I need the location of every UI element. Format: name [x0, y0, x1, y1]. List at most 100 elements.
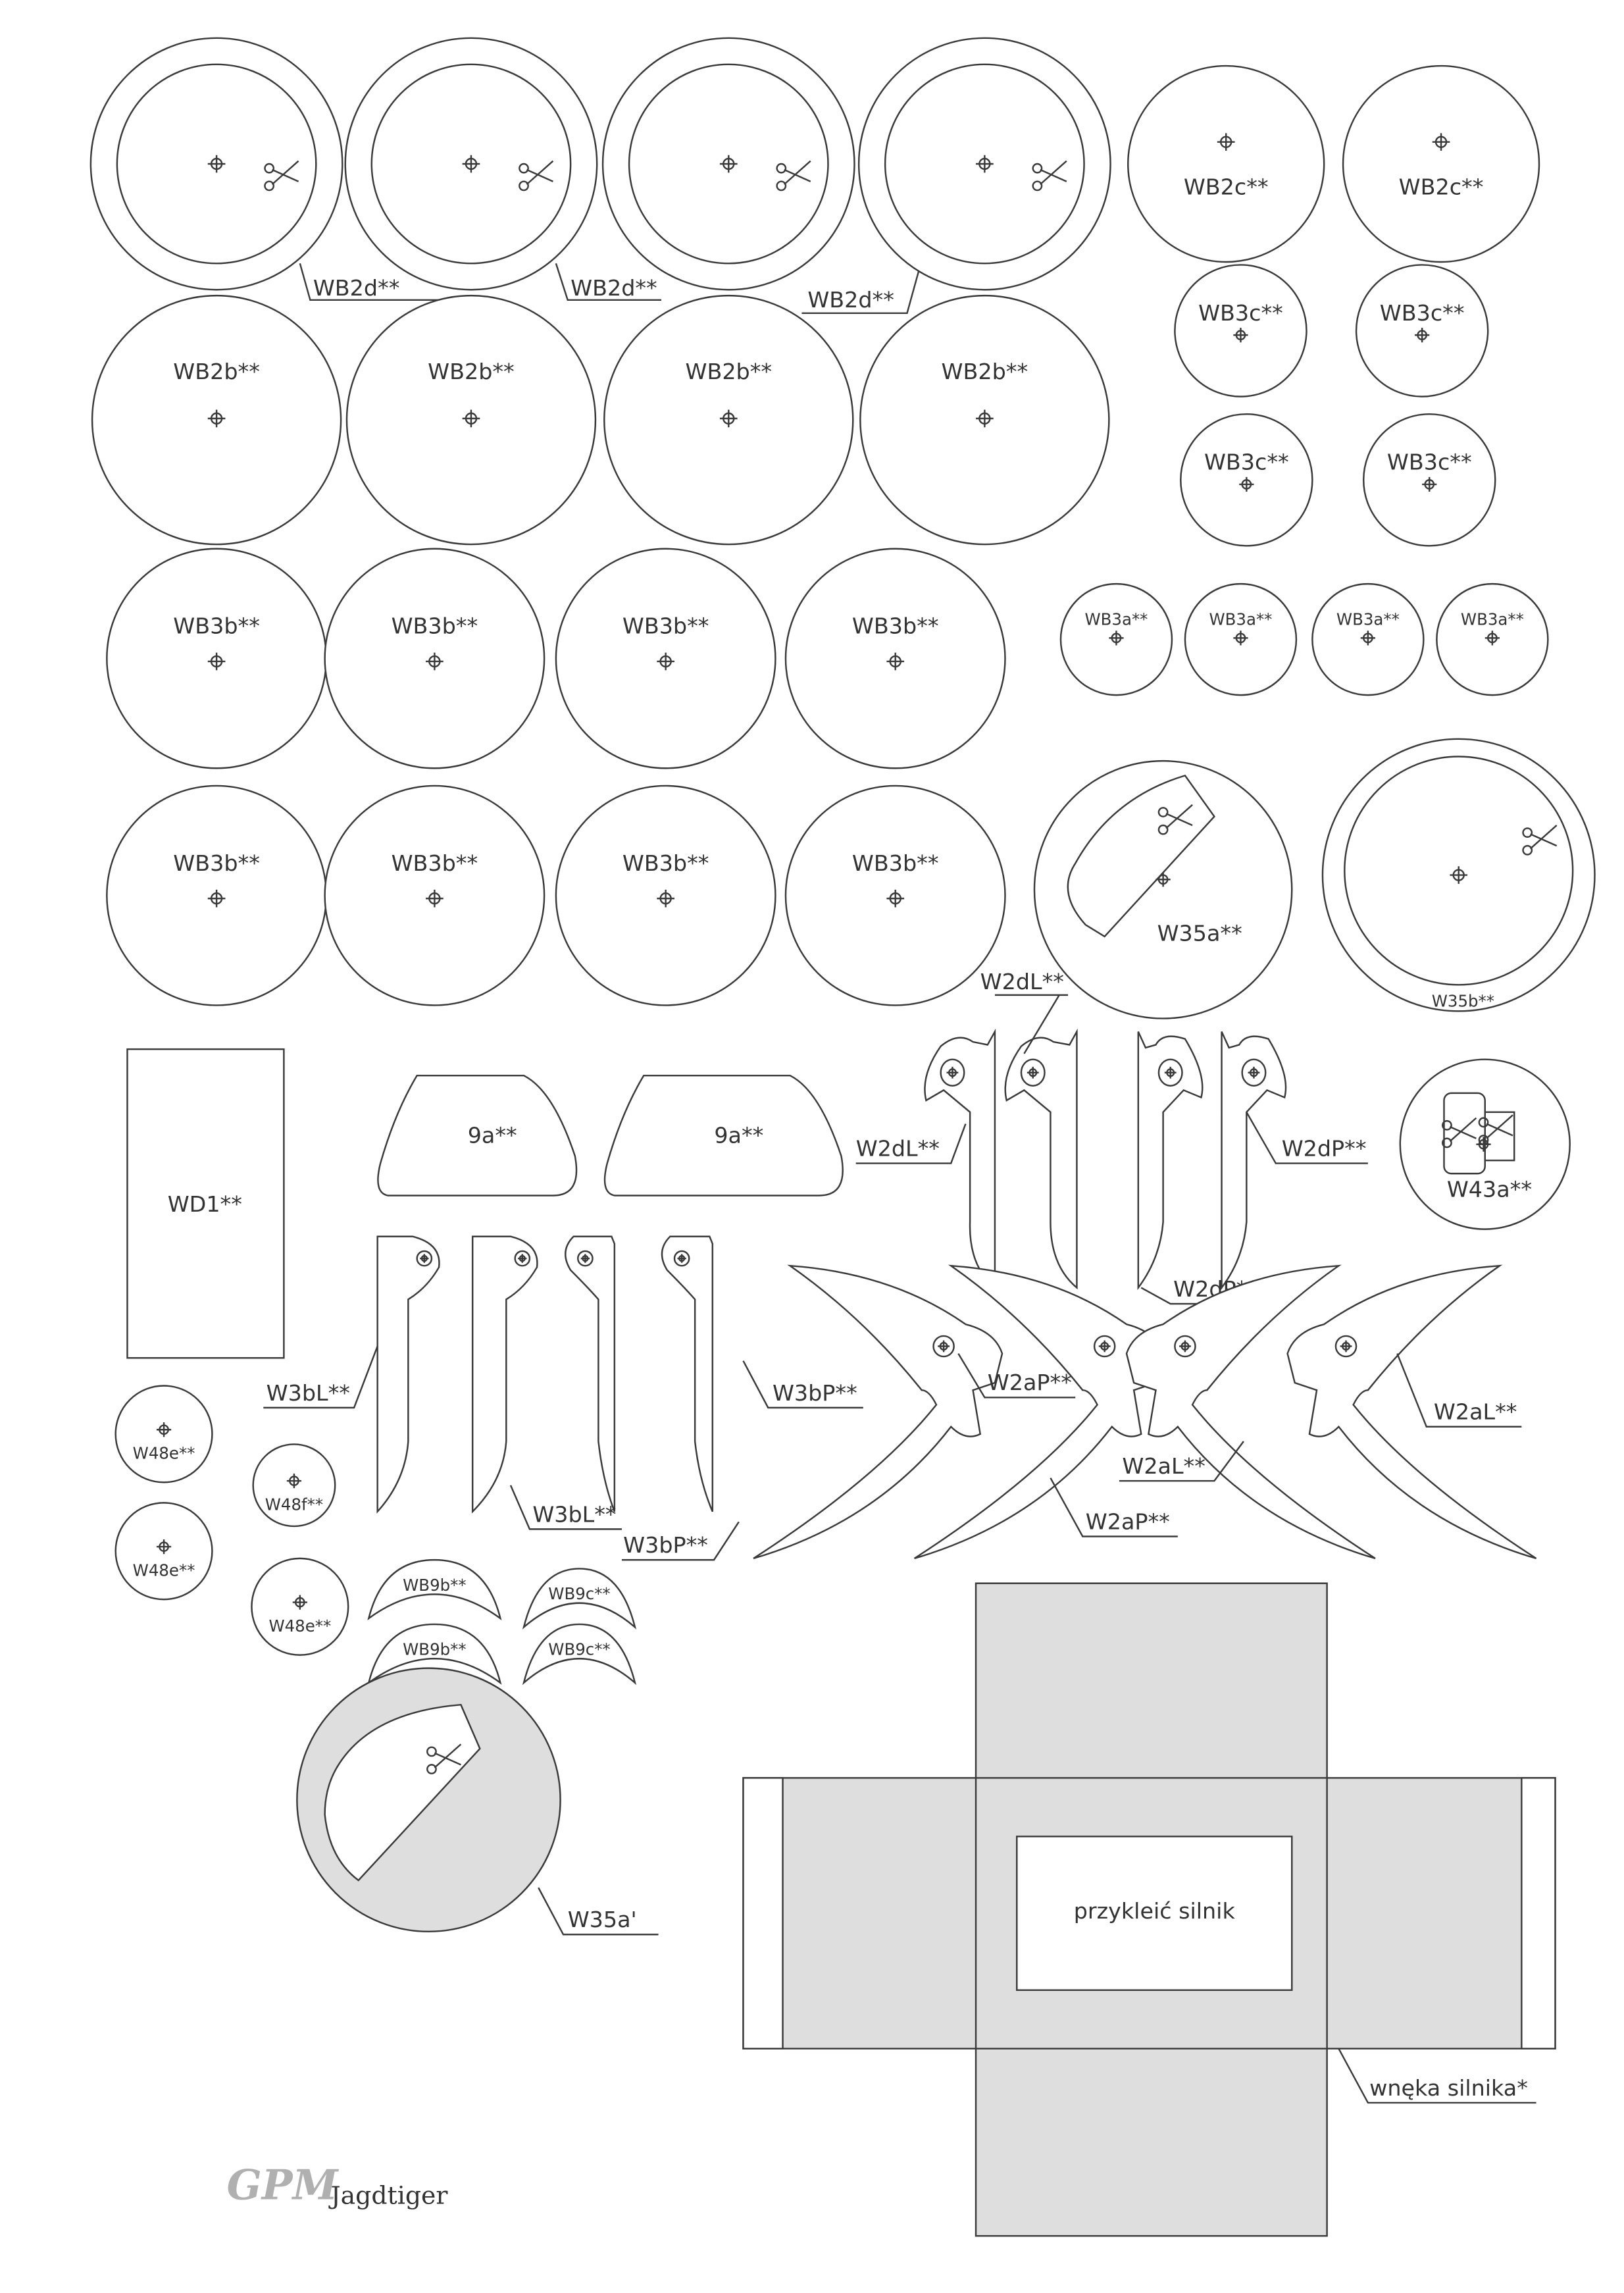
part-wb3b	[784, 785, 1006, 1006]
part-wb2b	[91, 294, 342, 546]
part-wb2c	[1127, 64, 1325, 263]
center-mark-icon	[580, 1254, 590, 1263]
w43a-label: W43a**	[1447, 1177, 1532, 1202]
glue-tab-right	[1521, 1777, 1556, 2049]
scissors-icon	[1522, 825, 1558, 856]
scissors-icon	[264, 160, 299, 192]
center-mark-icon	[1476, 1137, 1491, 1152]
center-mark-icon	[207, 889, 226, 908]
center-mark-icon	[1450, 866, 1468, 884]
w2al-label: W2aL**	[1434, 1399, 1517, 1425]
part-w3b	[376, 1235, 440, 1514]
part-w2d	[1137, 1031, 1204, 1291]
center-mark-icon	[946, 1066, 959, 1079]
w2ap-label: W2aP**	[988, 1370, 1072, 1395]
part-wb3b	[324, 548, 546, 769]
engine-bay-label: wnęka silnika*	[1369, 2075, 1528, 2101]
part-wb2d	[601, 37, 855, 291]
part-w3b	[565, 1235, 616, 1512]
part-wb2d	[89, 37, 343, 291]
wb3c-label: WB3c**	[1198, 300, 1283, 326]
w48f-label: W48f**	[265, 1495, 323, 1514]
center-mark-icon	[1239, 477, 1254, 492]
part-w35a-prime	[296, 1667, 561, 1933]
9a-label: 9a**	[468, 1122, 517, 1148]
model-title: Jagdtiger	[328, 2180, 449, 2209]
w48e-label: W48e**	[133, 1561, 195, 1580]
center-mark-icon	[1027, 1066, 1039, 1079]
w48e-label: W48e**	[268, 1616, 331, 1636]
center-mark-icon	[286, 1473, 302, 1489]
scissors-icon	[776, 160, 811, 192]
part-wb3b	[106, 548, 328, 769]
w2dp-label: W2dP**	[1282, 1135, 1367, 1161]
part-wb9c	[522, 1623, 637, 1686]
center-mark-icon	[1415, 328, 1430, 343]
wb3b-label: WB3b**	[392, 850, 478, 876]
wb3b-label: WB3b**	[173, 613, 260, 639]
center-mark-icon	[938, 1340, 950, 1353]
center-mark-icon	[1233, 328, 1248, 343]
part-w35a	[1033, 760, 1293, 1019]
part-wb3a	[1311, 582, 1425, 696]
center-mark-icon	[207, 155, 226, 173]
part-wb3b	[555, 548, 776, 769]
wb9b-label: WB9b**	[403, 1640, 466, 1659]
center-mark-icon	[886, 889, 905, 908]
w2ap-label: W2aP**	[1086, 1508, 1170, 1534]
wb3b-label: WB3b**	[622, 850, 709, 876]
scissors-icon	[426, 1743, 462, 1774]
part-wb2d	[857, 37, 1111, 291]
part-wb3c	[1174, 264, 1307, 398]
part-w48e	[251, 1557, 349, 1656]
w2dl-label: W2dL**	[856, 1135, 940, 1161]
part-wb3a	[1059, 582, 1173, 696]
part-w48e	[114, 1502, 213, 1601]
center-mark-icon	[1217, 133, 1235, 151]
wd1-label: WD1**	[168, 1191, 242, 1217]
part-wb3b	[106, 785, 328, 1006]
wb2b-label: WB2b**	[942, 359, 1028, 384]
center-mark-icon	[1233, 631, 1248, 646]
scissors-icon	[1157, 804, 1193, 835]
wb9c-label: WB9c**	[548, 1640, 610, 1659]
part-w3b	[471, 1235, 538, 1514]
wb3a-label: WB3a**	[1209, 609, 1272, 629]
wb2b-label: WB2b**	[173, 359, 260, 384]
part-w2a	[1286, 1264, 1537, 1560]
parts-layer: WB2d**WB2d**WB2d**WB2c**WB2c**WB2b**WB2b…	[89, 37, 1596, 1936]
w3bp-label: W3bP**	[773, 1380, 857, 1406]
w35b-label: W35b**	[1432, 992, 1494, 1011]
part-wb2c	[1342, 64, 1540, 263]
wb2d-label: WB2d**	[571, 275, 657, 301]
9a-label: 9a**	[714, 1122, 763, 1148]
w35a_prime-label: W35a'	[568, 1907, 637, 1932]
center-mark-icon	[657, 652, 675, 671]
center-mark-icon	[462, 409, 480, 428]
engine-note-label: przykleić silnik	[1074, 1898, 1236, 1924]
part-w2d	[1221, 1031, 1287, 1291]
part-wb3b	[784, 548, 1006, 769]
center-mark-icon	[207, 409, 226, 428]
wb2d-label: WB2d**	[313, 275, 400, 301]
part-wb3b	[555, 785, 776, 1006]
center-mark-icon	[719, 155, 738, 173]
wb3b-label: WB3b**	[852, 613, 939, 639]
center-mark-icon	[292, 1595, 307, 1610]
part-wb3c	[1180, 413, 1313, 547]
center-mark-icon	[657, 889, 675, 908]
part-wb3a	[1184, 582, 1298, 696]
wb2d-label: WB2d**	[807, 287, 894, 313]
part-w2a	[913, 1264, 1164, 1560]
part-wb9b	[367, 1623, 502, 1685]
engine-placement-box	[1016, 1836, 1293, 1991]
center-mark-icon	[976, 155, 994, 173]
publisher-logo: GPM Jagdtiger	[227, 2161, 449, 2210]
center-mark-icon	[1360, 631, 1375, 646]
part-w2d	[1004, 1028, 1078, 1290]
center-mark-icon	[420, 1254, 429, 1263]
center-mark-icon	[677, 1254, 686, 1263]
center-mark-icon	[1484, 631, 1500, 646]
center-mark-icon	[976, 409, 994, 428]
part-wb3c	[1362, 413, 1496, 547]
